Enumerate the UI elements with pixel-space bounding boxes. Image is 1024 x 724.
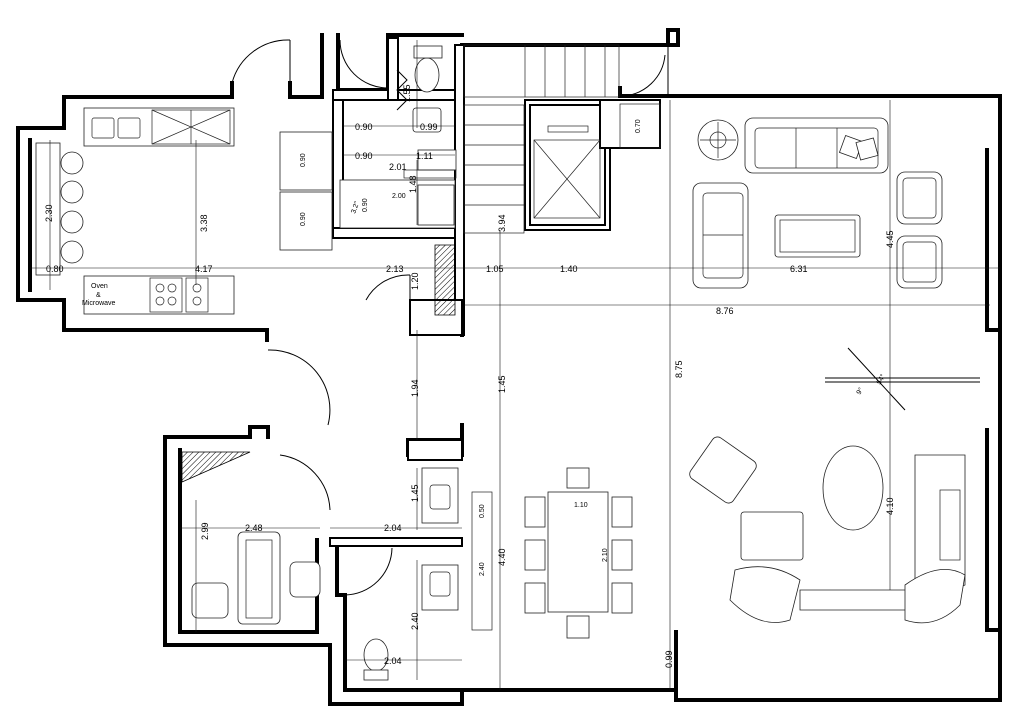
interior-walls [329,37,661,547]
dim-angle-a: 9° [855,386,865,396]
dim-office-299: 2.99 [200,522,210,540]
dim-bath-204b: 2.04 [384,656,402,666]
dim-liv-145: 1.45 [497,375,507,393]
dim-liv-105: 1.05 [486,264,504,274]
dim-dining-110: 1.10 [574,502,588,509]
shaft-hatch [434,244,456,316]
oven-label-1: Oven [91,283,108,290]
dim-bath-240: 2.40 [410,612,420,630]
stairs [463,44,661,234]
dim-bath-204a: 2.04 [384,523,402,533]
dim-angle-b: 54° [875,373,887,386]
dining [471,467,633,639]
dim-corridor-111: 1.11 [416,151,433,161]
dim-dining-210: 2.10 [602,548,609,562]
dim-kitchen-depth: 3.38 [199,214,209,232]
dim-closet-090b: 0.90 [300,212,307,226]
dim-liv-140: 1.40 [560,264,578,274]
dim-bath-050: 0.50 [479,504,486,518]
dim-bath-145: 1.45 [410,484,420,502]
dim-laundry-32: 3.2" [350,200,361,214]
dim-laundry-090: 0.90 [362,198,369,212]
dim-liv-876: 8.76 [716,306,734,316]
dim-corridor-090: 0.90 [355,151,373,161]
oven-label-3: Microwave [82,300,116,307]
dim-liv-875: 8.75 [674,360,684,378]
dim-kitchen-bar: 0.80 [46,264,64,274]
dim-bath-240b: 2.40 [479,562,486,576]
dim-liv-445: 4.45 [885,230,895,248]
dim-stair-070: 0.70 [635,119,642,133]
dim-office-248: 2.48 [245,523,263,533]
dimension-lines [30,40,1000,690]
dim-stair-394: 3.94 [497,214,507,232]
dim-kitchen-width: 2.30 [44,204,54,222]
dim-liv-099: 0.99 [664,650,674,668]
kitchen: Oven & Microwave [35,107,333,315]
office [191,531,321,625]
dim-wc-099: 0.99 [420,122,438,132]
doors [231,39,669,596]
oven-label-2: & [96,292,101,299]
dim-corridor-148: 1.48 [408,175,418,193]
dim-liv-440: 4.40 [497,548,507,566]
dim-wc-top: 1.55 [402,84,412,102]
bathrooms [363,467,459,681]
dim-corr-194: 1.94 [410,379,420,397]
dim-stair-120: 1.20 [410,272,420,290]
dim-liv-631: 6.31 [790,264,808,274]
dim-corridor-201: 2.01 [389,162,407,172]
dim-hall: 2.13 [386,264,404,274]
closet-hatch [181,451,251,483]
dim-wc-090: 0.90 [355,122,373,132]
dim-closet-090: 0.90 [300,153,307,167]
living-room [689,117,980,624]
dim-laundry-200: 2.00 [392,193,406,200]
dim-liv-410: 4.10 [885,497,895,515]
dim-kitchen-length: 4.17 [195,264,213,274]
dimension-labels: 2.30 3.38 4.17 0.80 2.13 1.55 0.90 0.99 … [44,84,895,668]
